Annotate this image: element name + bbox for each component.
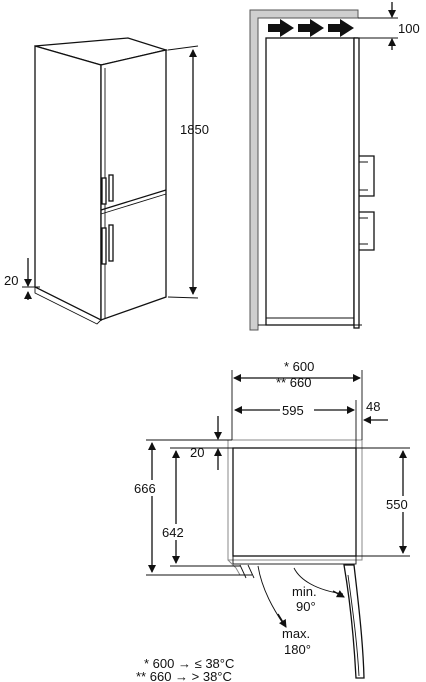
airflow-arrow-icon <box>268 19 294 37</box>
open-depth-a-label: 666 <box>134 481 156 496</box>
min-angle-value: 90° <box>296 599 316 614</box>
upper-handle <box>101 174 114 205</box>
door-open-90 <box>343 564 365 679</box>
width-b-label: ** 660 <box>276 375 311 390</box>
side-gap-label: 48 <box>366 399 380 414</box>
airflow-arrows <box>268 19 354 37</box>
lower-handle <box>101 224 114 265</box>
airflow-arrow-icon <box>298 19 324 37</box>
top-view: * 600 ** 660 595 48 20 550 666 642 m <box>132 359 414 679</box>
door-split-line <box>100 189 167 211</box>
side-handles <box>359 155 375 251</box>
fridge-front-face <box>100 49 167 321</box>
depth-label: 550 <box>386 497 408 512</box>
width-a-label: * 600 <box>284 359 314 374</box>
footnotes: * 600 → ≤ 38°C ** 660 → > 38°C <box>136 656 234 682</box>
height-dimension: 1850 <box>167 45 209 299</box>
clearance-label: 20 <box>4 273 18 288</box>
open-depth-b-label: 642 <box>162 525 184 540</box>
footnote-line-2: ** 660 → > 38°C <box>136 669 232 682</box>
top-gap-dimension: 100 <box>358 2 420 50</box>
niche-outline <box>227 439 363 561</box>
swing-arc-large <box>257 565 285 626</box>
top-gap-label: 100 <box>398 21 420 36</box>
footnote-line-1: * 600 → ≤ 38°C <box>144 656 234 671</box>
max-angle-word: max. <box>282 626 310 641</box>
inner-width-label: 595 <box>282 403 304 418</box>
min-angle-word: min. <box>292 584 317 599</box>
airflow-arrow-icon <box>328 19 354 37</box>
fridge-side-face <box>34 45 102 322</box>
wall-niche <box>249 9 359 331</box>
fridge-side-body <box>265 37 355 326</box>
fridge-top-body <box>232 447 357 557</box>
height-label: 1850 <box>180 122 209 137</box>
floor-clearance-dimension: 20 <box>4 258 40 300</box>
perspective-view: 1850 20 <box>4 37 209 325</box>
ventilation-view: 100 <box>249 2 420 331</box>
rear-gap-label: 20 <box>190 445 204 460</box>
max-angle-value: 180° <box>284 642 311 657</box>
